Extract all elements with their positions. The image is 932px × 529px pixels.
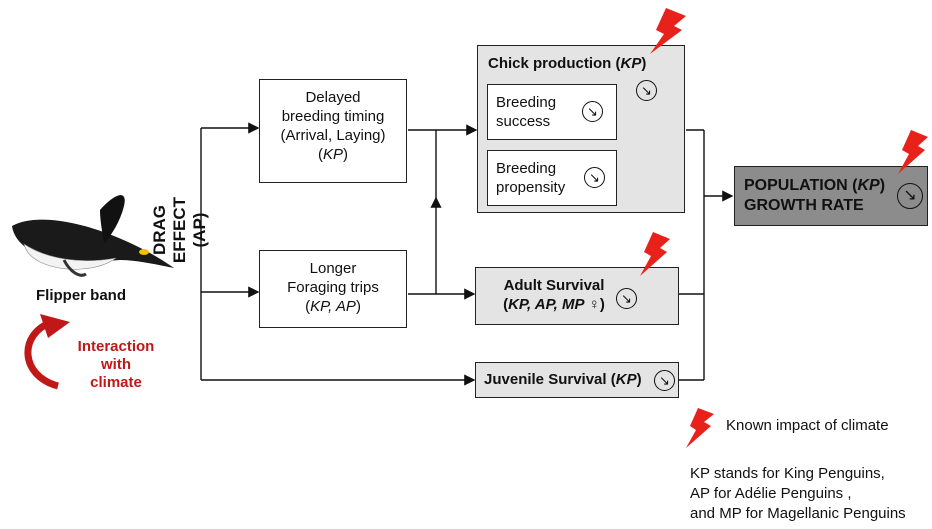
decline-icon: ↘ — [616, 288, 637, 309]
juvenile-survival-box: Juvenile Survival (KP) ↘ — [475, 362, 679, 398]
legend-abbreviations: KP stands for King Penguins, AP for Adél… — [690, 465, 906, 522]
penguin-illustration — [12, 195, 174, 277]
decline-icon: ↘ — [584, 167, 605, 188]
longer-foraging-box: Longer Foraging trips (KP, AP) — [259, 250, 407, 328]
flipper-band-label: Flipper band — [36, 287, 126, 304]
interaction-with-climate-label: Interaction with climate — [77, 338, 155, 391]
decline-icon: ↘ — [582, 101, 603, 122]
lightning-icon — [650, 8, 686, 54]
decline-icon: ↘ — [654, 370, 675, 391]
legend-impact: Known impact of climate — [726, 417, 889, 434]
decline-icon: ↘ — [897, 183, 923, 209]
adult-survival-box: Adult Survival (KP, AP, MP ♀) ↘ — [475, 267, 679, 325]
lightning-icon — [686, 408, 714, 448]
lightning-icon — [898, 130, 928, 174]
decline-icon: ↘ — [636, 80, 657, 101]
chick-production-label: Chick production (KP) — [488, 55, 647, 72]
delayed-breeding-box: Delayed breeding timing (Arrival, Laying… — [259, 79, 407, 183]
drag-effect-label: DRAG EFFECT (AP) — [150, 196, 209, 264]
interaction-arrow — [24, 318, 60, 390]
population-growth-box: POPULATION (KP) GROWTH RATE ↘ — [734, 166, 928, 226]
lightning-icon — [640, 232, 670, 276]
